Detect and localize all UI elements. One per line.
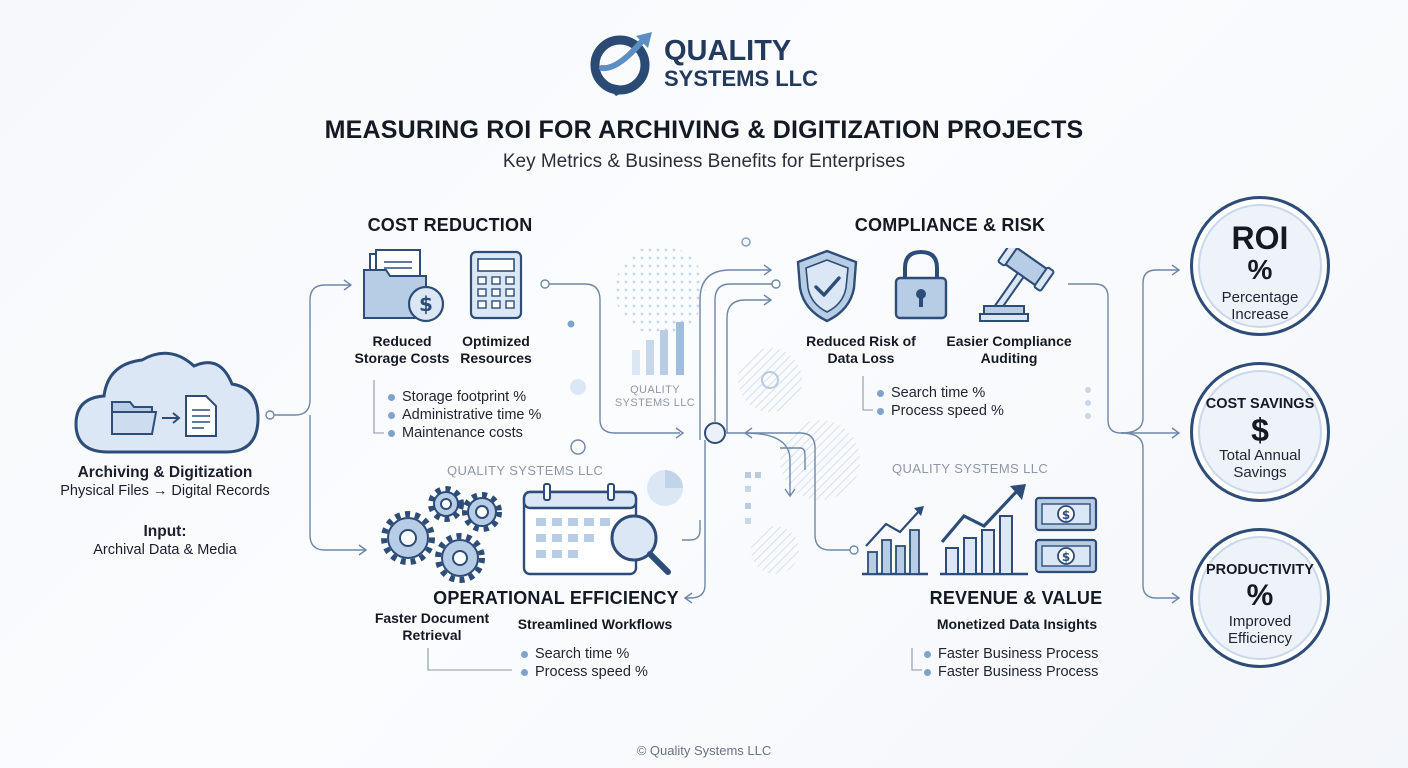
- watermark-right: QUALITY SYSTEMS LLC: [892, 461, 1049, 476]
- brand-line2: SYSTEMS LLC: [664, 66, 819, 91]
- brand-line1: QUALITY: [664, 35, 792, 67]
- roi-title: ROI: [1231, 220, 1289, 256]
- operational-bullets: Search time % Process speed %: [521, 645, 648, 681]
- input-value: Archival Data & Media: [93, 542, 237, 558]
- input-title: Archiving & Digitization: [77, 464, 253, 481]
- calendar-search-icon: [522, 483, 671, 576]
- gavel-icon: [979, 248, 1055, 322]
- watermark-center: QUALITY SYSTEMS LLC: [614, 384, 696, 409]
- page-title: MEASURING ROI FOR ARCHIVING & DIGITIZATI…: [324, 116, 1084, 144]
- folder-icon: [111, 401, 158, 435]
- gears-icon: [381, 486, 502, 583]
- faster-retrieval-label: Faster Document Retrieval: [374, 610, 490, 643]
- bullet-item: Faster Business Process: [924, 663, 1098, 681]
- svg-text:$: $: [419, 292, 433, 316]
- reduced-storage-costs-label: Reduced Storage Costs: [354, 333, 450, 366]
- bullet-item: Storage footprint %: [388, 388, 541, 406]
- logo-q-icon: [590, 32, 652, 96]
- bullet-item: Process speed %: [877, 402, 1004, 420]
- cost-savings-desc: Total Annual Savings: [1219, 447, 1301, 481]
- cost-savings-circle: COST SAVINGS $ Total Annual Savings: [1190, 362, 1330, 502]
- brand-logo: QUALITY SYSTEMS LLC: [588, 30, 828, 98]
- document-icon: [185, 395, 217, 437]
- optimized-resources-label: Optimized Resources: [460, 333, 532, 366]
- monetized-insights-label: Monetized Data Insights: [936, 616, 1098, 632]
- compliance-auditing-label: Easier Compliance Auditing: [946, 333, 1072, 366]
- svg-text:$: $: [1062, 550, 1070, 564]
- calculator-icon: [469, 250, 523, 320]
- compliance-bullets: Search time % Process speed %: [877, 384, 1004, 420]
- growth-chart-icon: [940, 484, 1028, 576]
- compliance-risk-title: COMPLIANCE & RISK: [854, 215, 1046, 235]
- dot-texture: [615, 245, 705, 335]
- streamlined-workflows-label: Streamlined Workflows: [517, 616, 673, 632]
- cost-reduction-bullets: Storage footprint % Administrative time …: [388, 388, 541, 442]
- cloud-icon: [74, 351, 260, 454]
- productivity-desc: Improved Efficiency: [1228, 613, 1292, 647]
- productivity-symbol: %: [1246, 579, 1274, 612]
- bullet-item: Faster Business Process: [924, 645, 1098, 663]
- watermark-left: QUALITY SYSTEMS LLC: [447, 463, 604, 478]
- productivity-title: PRODUCTIVITY: [1206, 562, 1314, 578]
- arrow-right-icon: [162, 412, 181, 424]
- productivity-circle: PRODUCTIVITY % Improved Efficiency: [1190, 528, 1330, 668]
- money-icon: $ $: [1034, 496, 1098, 574]
- dollar-symbol: $: [1251, 412, 1269, 448]
- bullet-item: Maintenance costs: [388, 424, 541, 442]
- reduced-risk-label: Reduced Risk of Data Loss: [806, 333, 916, 366]
- lock-icon: [894, 249, 948, 320]
- storage-folder-icon: $: [363, 249, 445, 323]
- revenue-value-title: REVENUE & VALUE: [929, 588, 1103, 608]
- operational-efficiency-title: OPERATIONAL EFFICIENCY: [433, 588, 679, 608]
- roi-desc: Percentage Increase: [1221, 289, 1299, 323]
- roi-circle: ROI % Percentage Increase: [1190, 196, 1330, 336]
- revenue-bullets: Faster Business Process Faster Business …: [924, 645, 1098, 681]
- input-label: Input:: [143, 523, 187, 540]
- bullet-item: Search time %: [877, 384, 1004, 402]
- bullet-item: Administrative time %: [388, 406, 541, 424]
- shield-icon: [796, 249, 858, 323]
- roi-symbol: %: [1247, 254, 1273, 285]
- input-subtitle: Physical Files → Digital Records: [60, 483, 270, 499]
- cost-savings-title: COST SAVINGS: [1205, 396, 1315, 412]
- bullet-item: Search time %: [521, 645, 648, 663]
- cost-reduction-title: COST REDUCTION: [367, 215, 533, 235]
- svg-text:$: $: [1062, 508, 1070, 522]
- page-subtitle: Key Metrics & Business Benefits for Ente…: [502, 151, 906, 172]
- footer-copyright: © Quality Systems LLC: [636, 743, 772, 758]
- bullet-item: Process speed %: [521, 663, 648, 681]
- bar-chart-icon: [862, 506, 928, 576]
